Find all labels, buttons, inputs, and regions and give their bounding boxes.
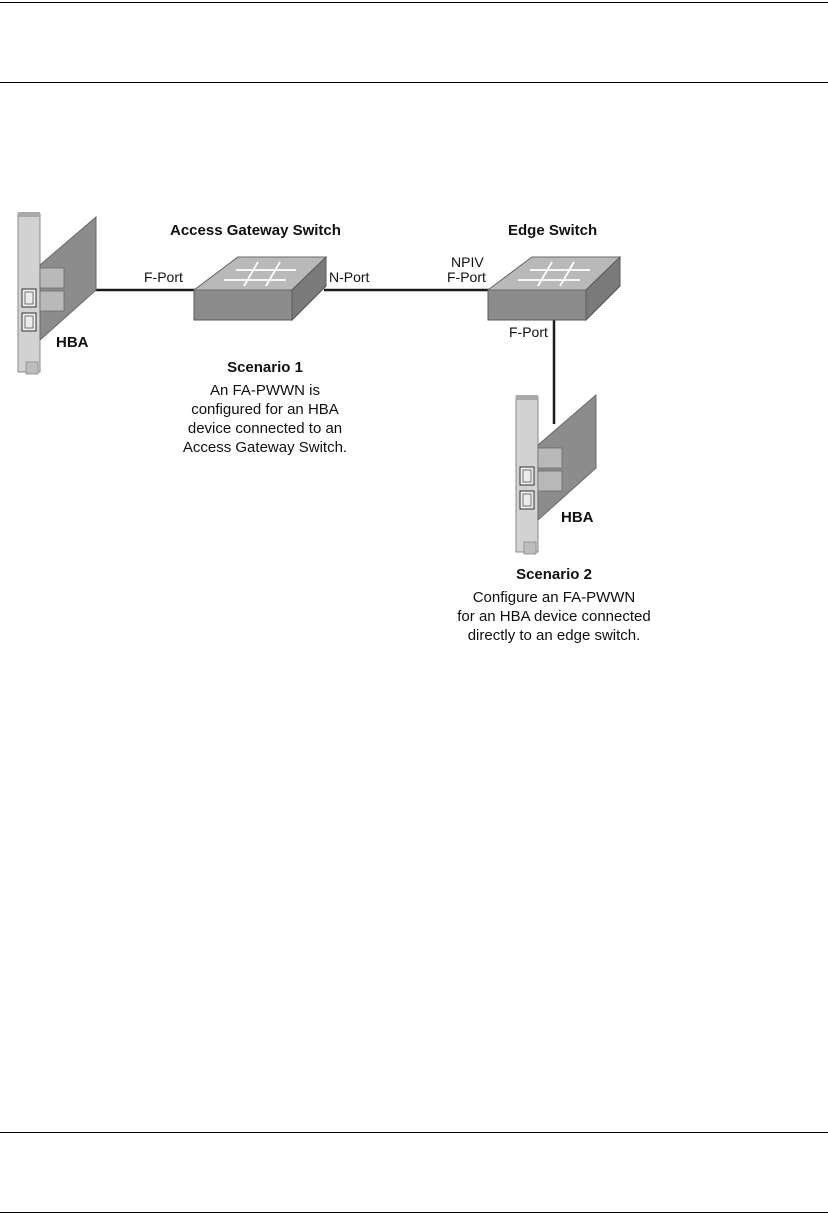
scenario1-block: Scenario 1 An FA-PWWN is configured for … (150, 358, 380, 457)
scenario1-line: An FA-PWWN is (209, 382, 320, 399)
ag-port-right-label: N-Port (329, 269, 370, 285)
scenario2-line: directly to an edge switch. (467, 627, 641, 644)
edge-port-left-label: F-Port (447, 269, 486, 285)
port-connector-1 (519, 466, 535, 486)
edge-npiv-label: NPIV (451, 254, 484, 270)
edge-switch (486, 255, 622, 322)
scenario1-line: Access Gateway Switch. (182, 439, 348, 456)
scenario2-line: Configure an FA-PWWN (472, 589, 636, 606)
port-connector-2 (519, 490, 535, 510)
header-rule-bottom (0, 82, 828, 83)
hba-bottom-label: HBA (561, 509, 594, 526)
access-gateway-switch-title: Access Gateway Switch (170, 222, 341, 239)
footer-rule-bottom (0, 1212, 828, 1213)
edge-switch-title: Edge Switch (508, 222, 598, 239)
header-rule-top (0, 2, 828, 3)
hba-card-bottom (515, 393, 597, 555)
ag-port-left-label: F-Port (144, 269, 183, 285)
access-gateway-switch (192, 255, 328, 322)
edge-port-bottom-label: F-Port (509, 324, 548, 340)
hba-left-label: HBA (56, 334, 89, 351)
hba-card-left (17, 212, 97, 375)
footer-rule-top (0, 1132, 828, 1133)
scenario1-line: device connected to an (187, 420, 343, 437)
scenario2-title: Scenario 2 (516, 566, 592, 583)
port-connector-1 (21, 288, 37, 308)
scenario1-line: configured for an HBA (191, 401, 339, 418)
scenario2-block: Scenario 2 Configure an FA-PWWN for an H… (434, 565, 674, 645)
scenario1-title: Scenario 1 (227, 359, 303, 376)
scenario2-line: for an HBA device connected (457, 608, 651, 625)
port-connector-2 (21, 312, 37, 332)
